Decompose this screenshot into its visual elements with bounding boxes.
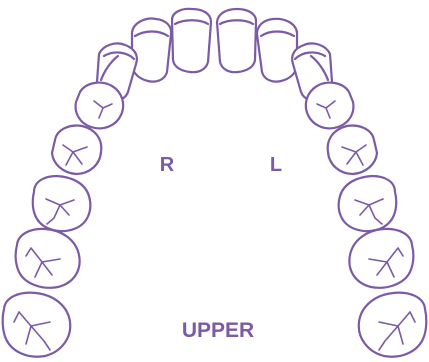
tooth-right-lateral-incisor[interactable] — [132, 19, 171, 82]
tooth-left-third-molar[interactable] — [359, 293, 427, 357]
tooth-left-first-premolar[interactable] — [306, 83, 354, 129]
arch-label: UPPER — [182, 319, 254, 342]
tooth-right-second-molar[interactable] — [16, 229, 80, 288]
side-left-label: L — [270, 154, 282, 176]
tooth-right-first-molar[interactable] — [33, 176, 91, 231]
tooth-right-central-incisor[interactable] — [172, 9, 211, 72]
tooth-left-first-molar[interactable] — [339, 176, 397, 231]
side-right-label: R — [160, 154, 175, 176]
tooth-left-central-incisor[interactable] — [217, 9, 256, 72]
tooth-right-first-premolar[interactable] — [76, 83, 124, 129]
tooth-left-lateral-incisor[interactable] — [257, 19, 297, 82]
tooth-left-second-premolar[interactable] — [328, 126, 377, 174]
tooth-right-second-premolar[interactable] — [52, 126, 101, 174]
tooth-right-third-molar[interactable] — [3, 293, 71, 357]
tooth-left-second-molar[interactable] — [349, 229, 413, 288]
